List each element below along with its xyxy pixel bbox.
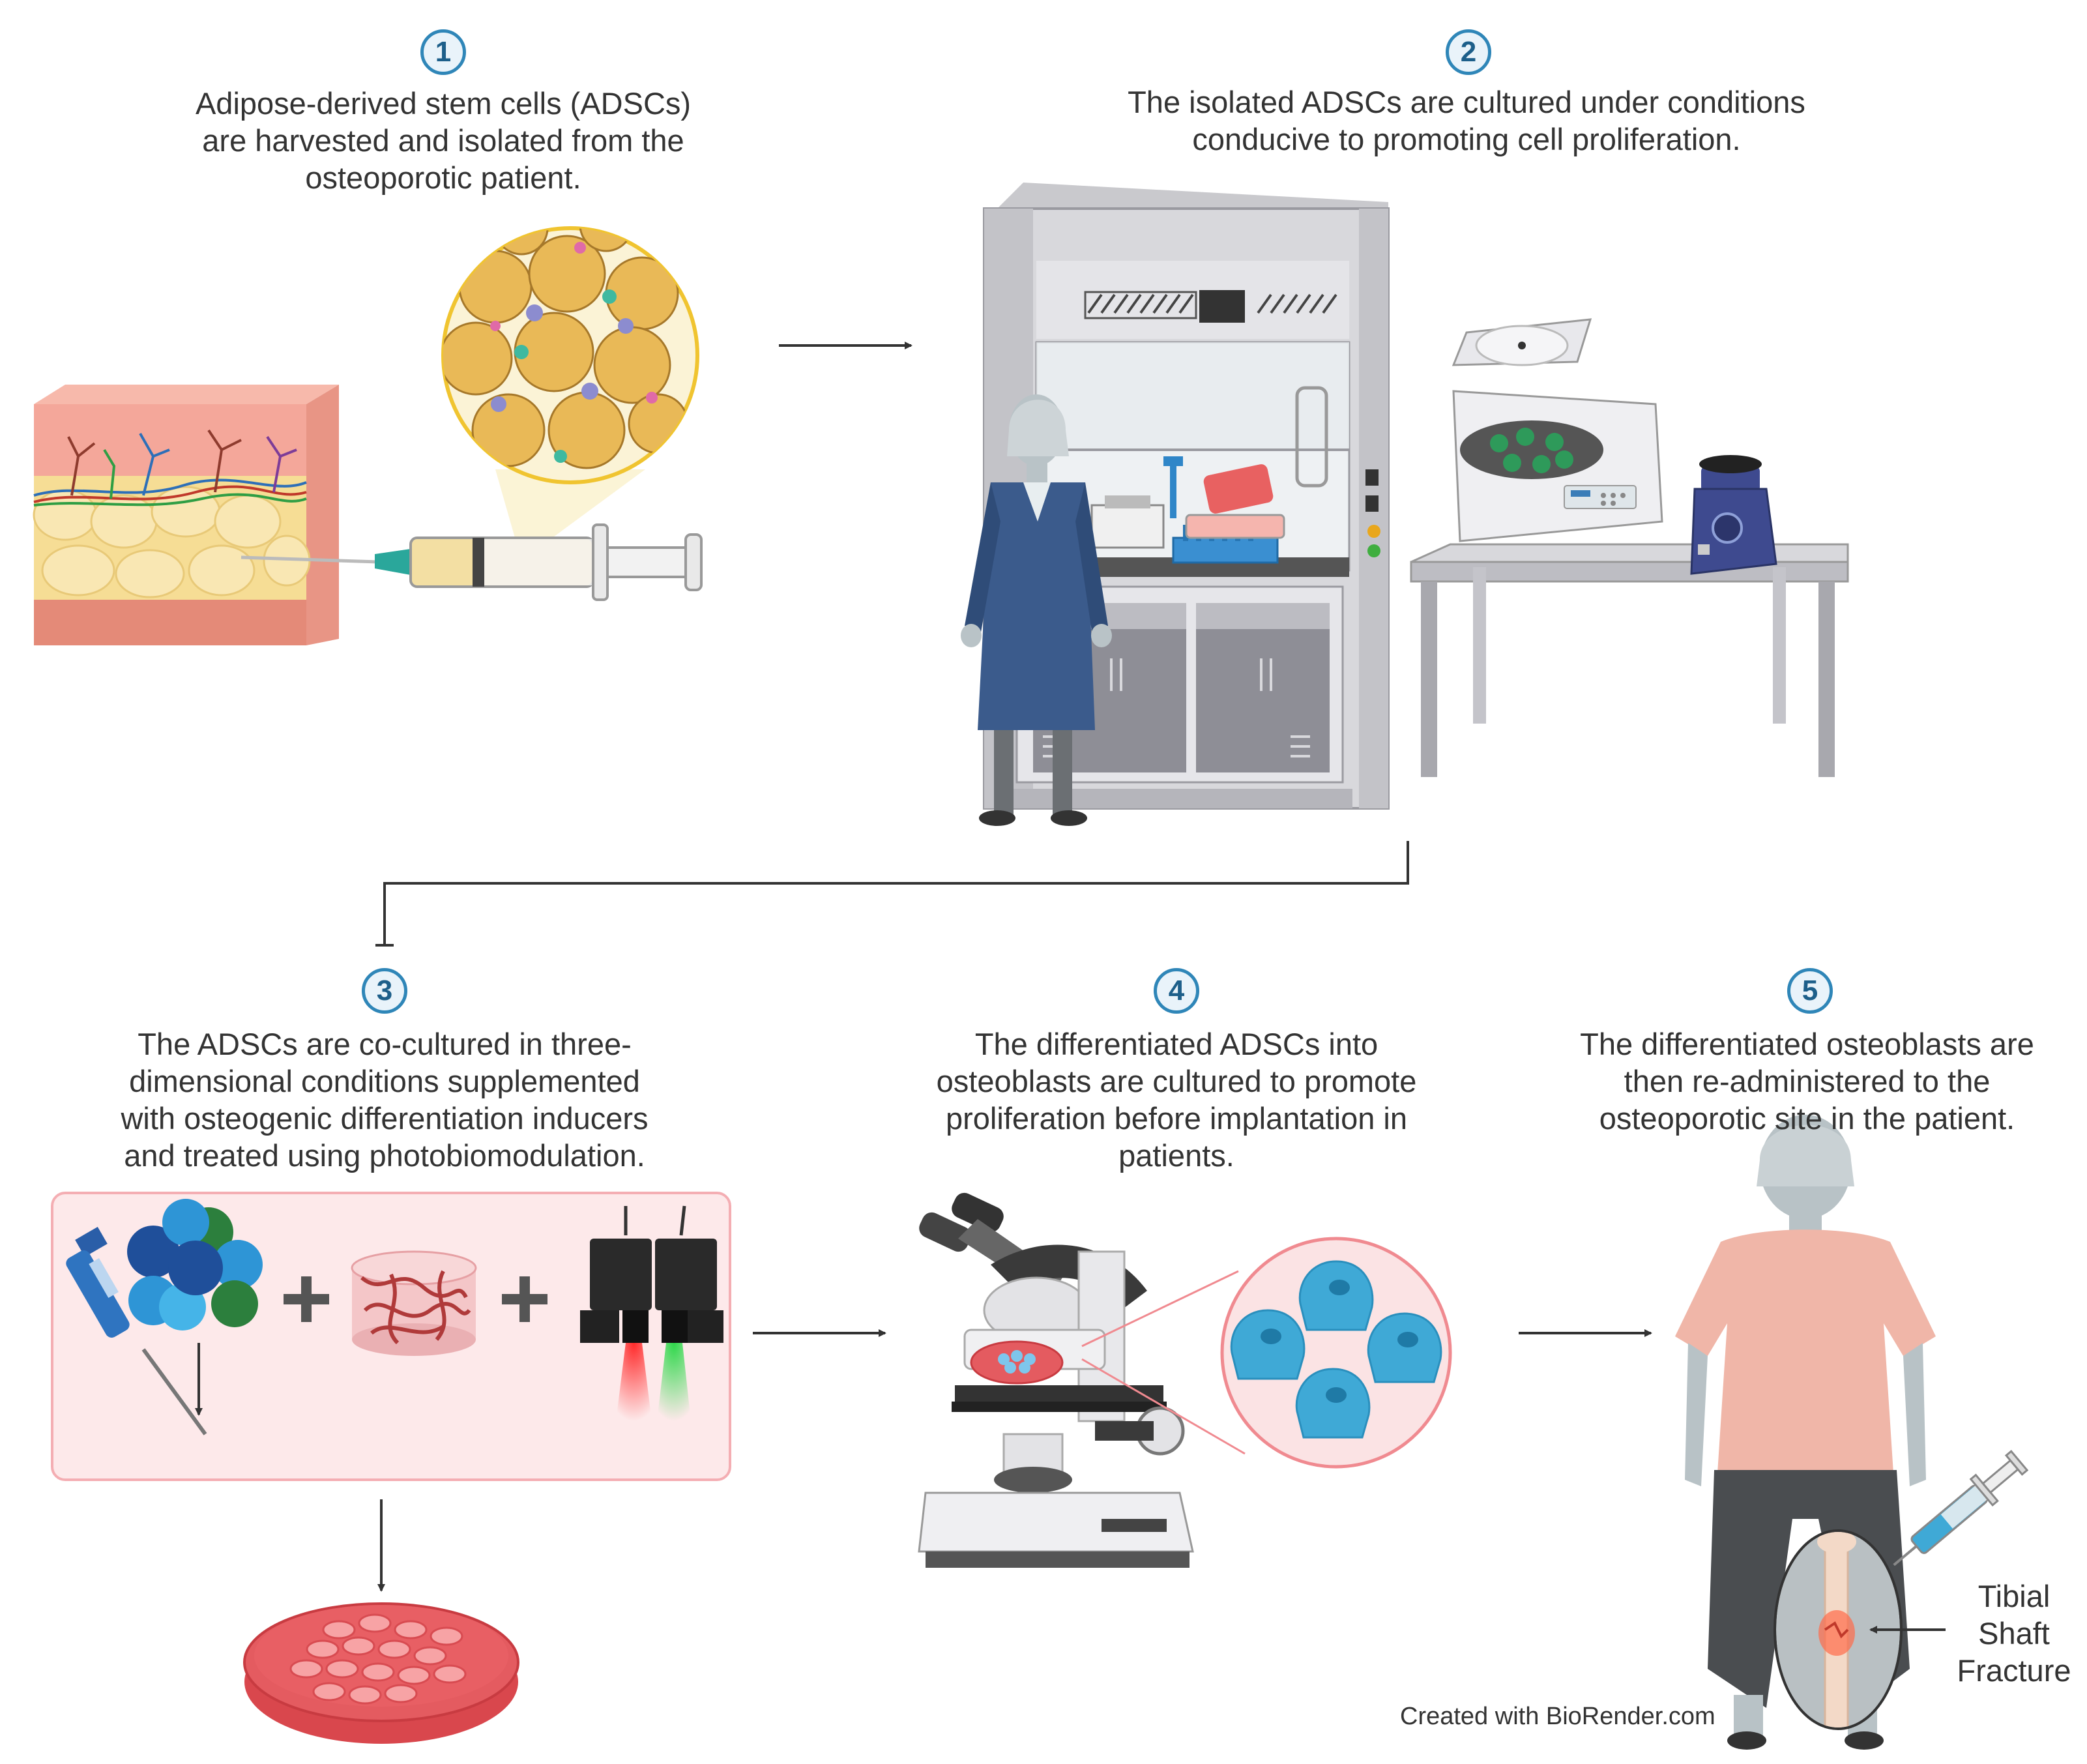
step-3-description: The ADSCs are co-cultured in three- dime… bbox=[121, 1027, 649, 1173]
vortex-icon bbox=[1690, 455, 1777, 575]
zoom-line bbox=[1081, 1358, 1246, 1455]
bone-fracture-icon bbox=[1773, 1529, 1903, 1730]
osteoblasts-icon bbox=[1220, 1237, 1452, 1469]
laser-icon bbox=[580, 1205, 723, 1421]
plus-icon bbox=[284, 1276, 329, 1322]
scaffold-icon bbox=[351, 1250, 477, 1356]
step-5-description: The differentiated osteoblasts are then … bbox=[1580, 1027, 2034, 1136]
step-1-badge: 1 bbox=[420, 29, 466, 75]
skin-tissue-icon bbox=[33, 385, 339, 645]
biorender-credit: Created with BioRender.com bbox=[1400, 1703, 1715, 1730]
step-1-description: Adipose-derived stem cells (ADSCs) are h… bbox=[195, 86, 692, 195]
syringe-icon bbox=[241, 523, 703, 601]
centrifuge-icon bbox=[1452, 318, 1663, 542]
pipette-icon bbox=[66, 1227, 207, 1435]
plus-icon bbox=[502, 1276, 547, 1322]
adipose-cells-icon bbox=[441, 226, 699, 484]
step-4-badge: 4 bbox=[1154, 968, 1199, 1014]
arrow-2-to-3 bbox=[383, 841, 1409, 945]
step-5-badge: 5 bbox=[1787, 968, 1833, 1014]
microscope-icon bbox=[918, 1192, 1194, 1568]
cell-spheroid-icon bbox=[127, 1199, 263, 1330]
petri-dish-icon bbox=[243, 1602, 519, 1744]
fracture-label: Tibial Shaft Fracture bbox=[1957, 1579, 2071, 1688]
step-2-badge: 2 bbox=[1446, 29, 1491, 75]
step-2-description: The isolated ADSCs are cultured under co… bbox=[1128, 85, 1805, 156]
zoom-line bbox=[1081, 1270, 1239, 1347]
scientist-icon bbox=[961, 394, 1112, 826]
lab-table-icon bbox=[1410, 543, 1849, 777]
step-3-badge: 3 bbox=[362, 968, 407, 1014]
syringe-icon bbox=[1893, 1450, 2029, 1566]
step-4-description: The differentiated ADSCs into osteoblast… bbox=[936, 1027, 1417, 1173]
